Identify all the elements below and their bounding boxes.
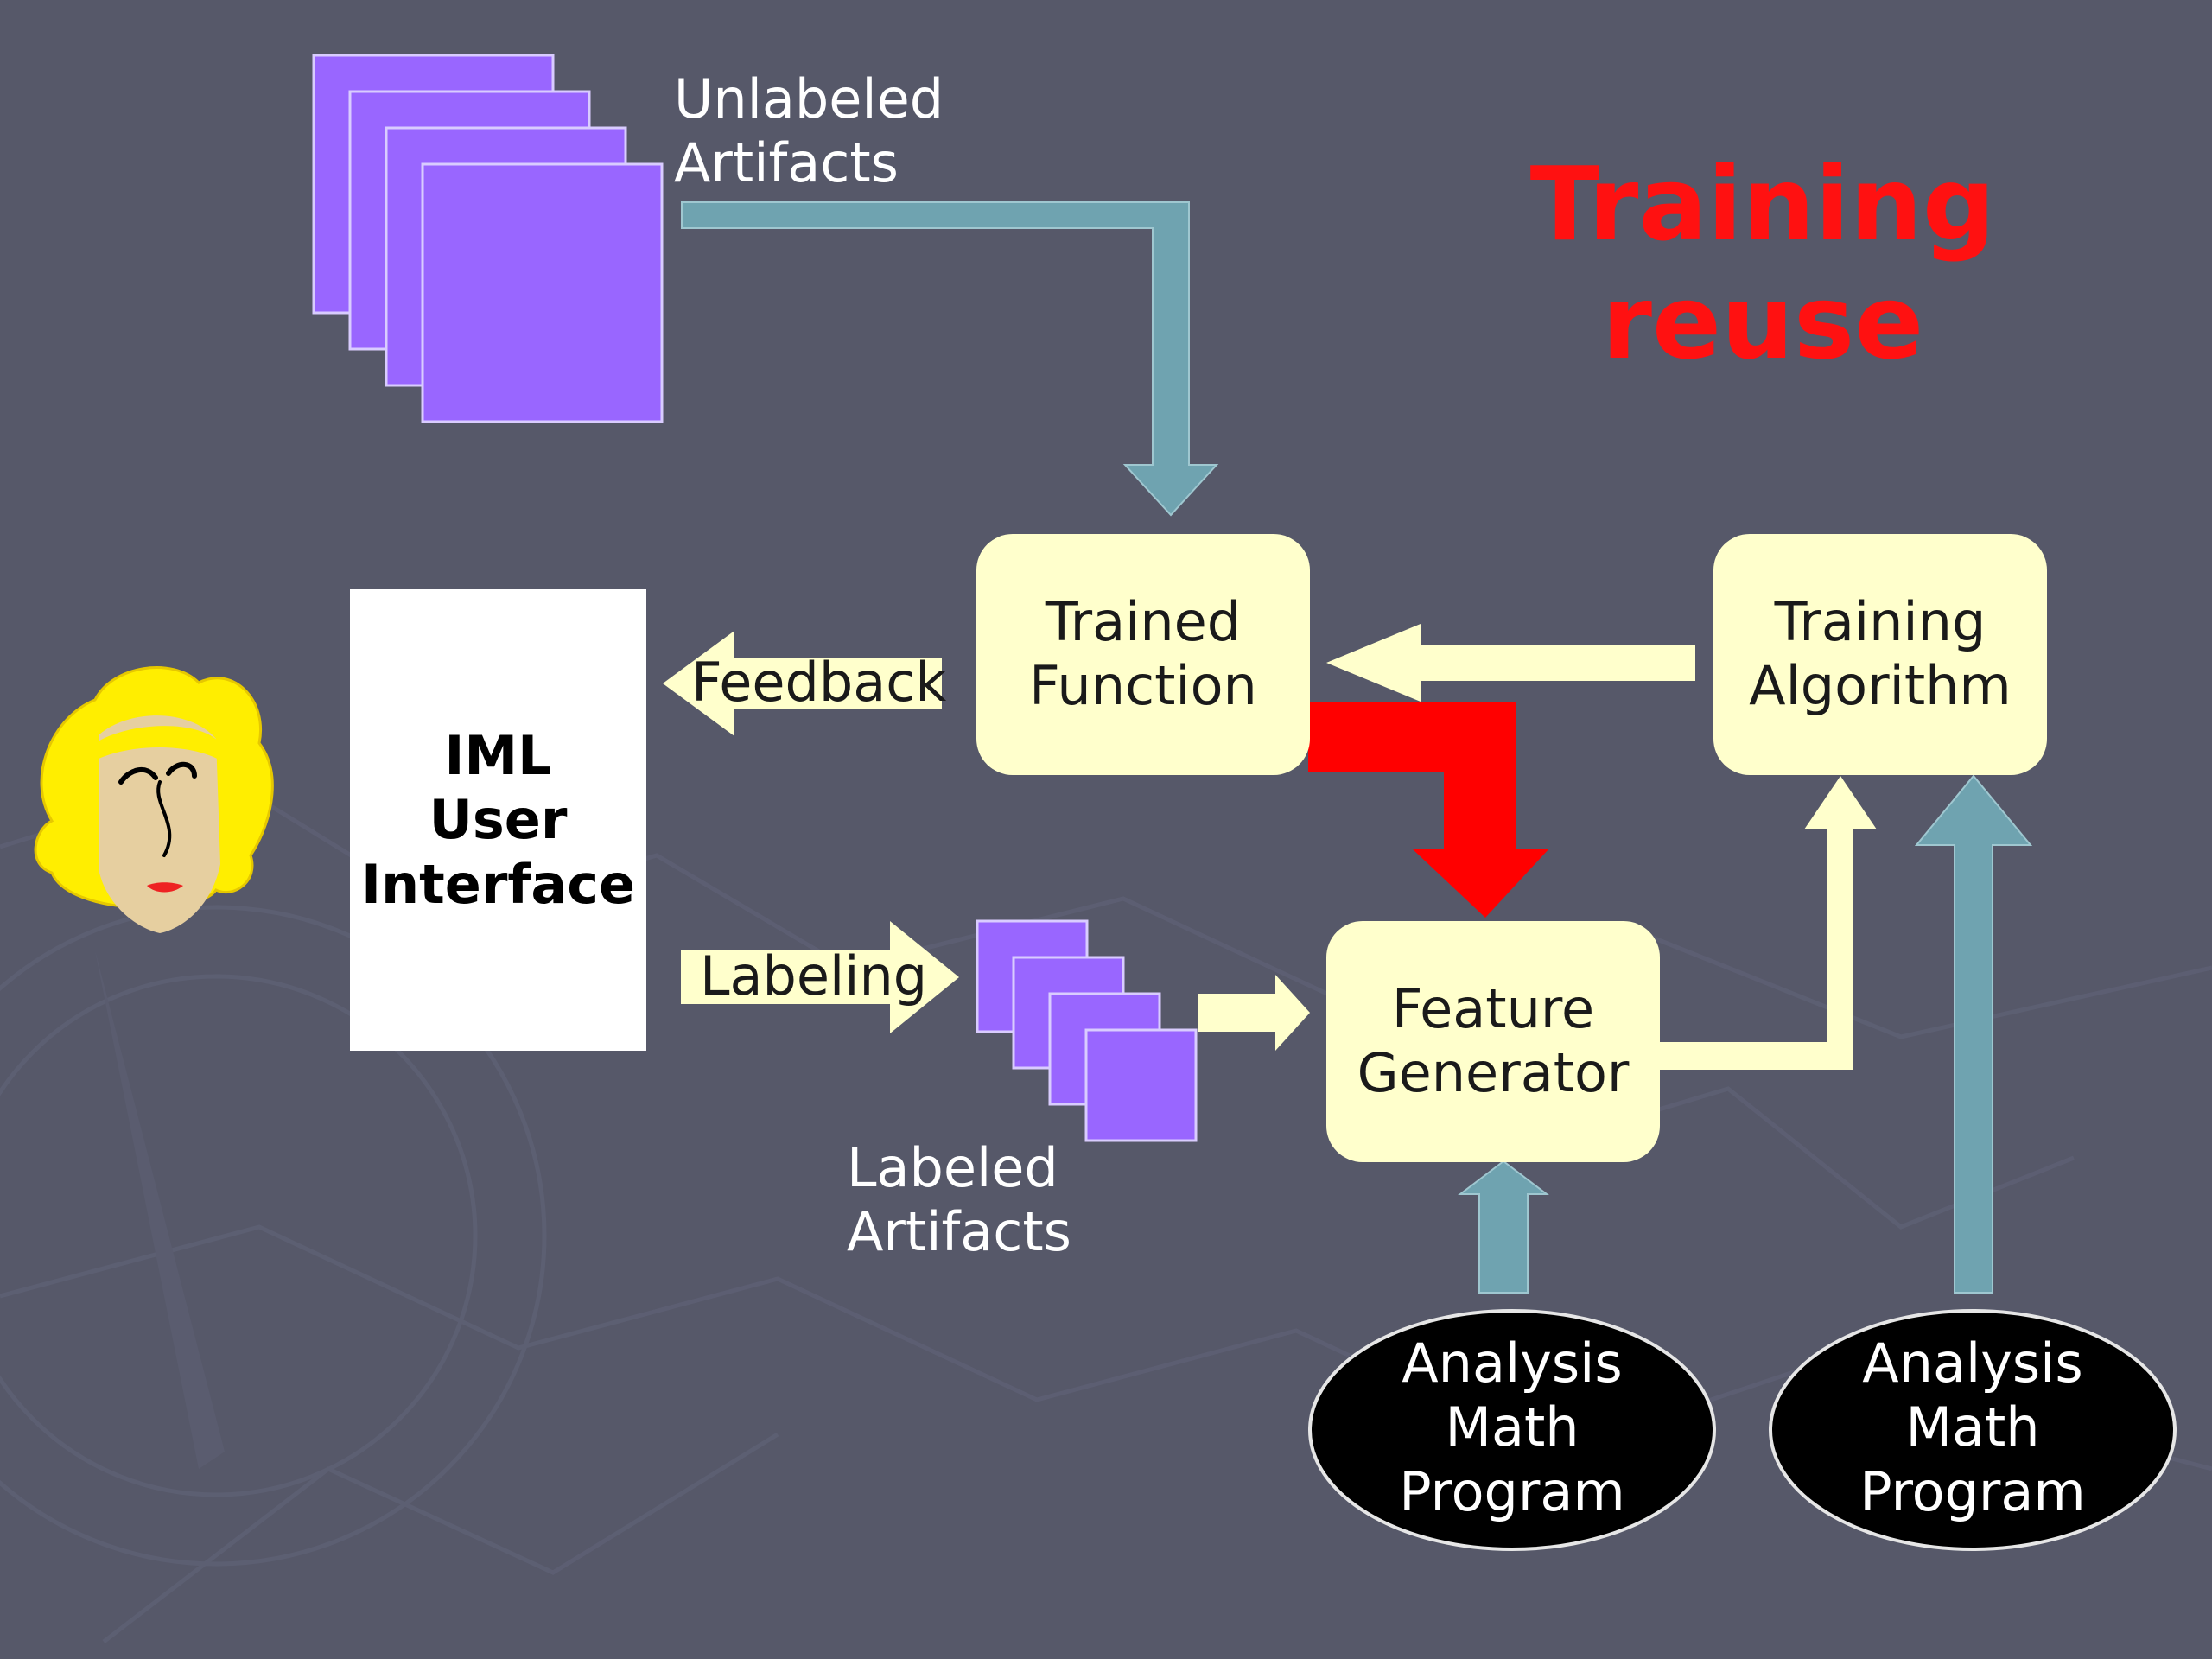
- analysis-program-left-label: Analysis Math Program: [1399, 1332, 1625, 1523]
- unlabeled-artifact-card: [421, 162, 664, 423]
- labeling-label: Labeling: [700, 944, 928, 1007]
- labeled-artifact-card: [1084, 1028, 1198, 1142]
- labeled-artifacts-stack: [976, 919, 1198, 1142]
- analysis-program-right-ellipse: [1769, 1309, 2177, 1551]
- unlabeled-artifacts-label: Unlabeled Artifacts: [674, 67, 944, 195]
- arrow-training-algorithm-to-trained-function: [1326, 624, 1695, 702]
- arrow-labeled-to-feature-generator: [1198, 975, 1310, 1051]
- iml-user-interface-box: [350, 589, 646, 1051]
- iml-user-interface-label: IML User Interface: [360, 724, 636, 916]
- arrow-unlabeled-to-trained-function: [681, 201, 1219, 517]
- analysis-program-right-label: Analysis Math Program: [1859, 1332, 2086, 1523]
- arrow-analysis-right-to-training-algorithm: [1914, 774, 2033, 1294]
- feature-generator-label: Feature Generator: [1357, 977, 1630, 1105]
- trained-function-label: Trained Function: [1029, 590, 1257, 718]
- trained-function-box: [976, 534, 1310, 775]
- arrow-feedback: [663, 631, 942, 736]
- arrow-feature-generator-to-training-algorithm: [1659, 776, 1877, 1070]
- arrow-analysis-left-to-feature-generator: [1458, 1160, 1549, 1294]
- feedback-label: Feedback: [691, 651, 947, 714]
- labeled-artifacts-label: Labeled Artifacts: [847, 1136, 1071, 1264]
- user-face-icon: [34, 666, 274, 933]
- diagram-title: Training reuse: [1529, 144, 1996, 382]
- unlabeled-artifacts-stack: [312, 54, 664, 423]
- arrow-labeling: [681, 921, 959, 1033]
- training-algorithm-label: Training Algorithm: [1749, 590, 2012, 718]
- arrow-trained-function-to-feature-generator: [1308, 702, 1549, 918]
- training-algorithm-box: [1713, 534, 2047, 775]
- analysis-program-left-ellipse: [1308, 1309, 1716, 1551]
- feature-generator-box: [1326, 921, 1660, 1162]
